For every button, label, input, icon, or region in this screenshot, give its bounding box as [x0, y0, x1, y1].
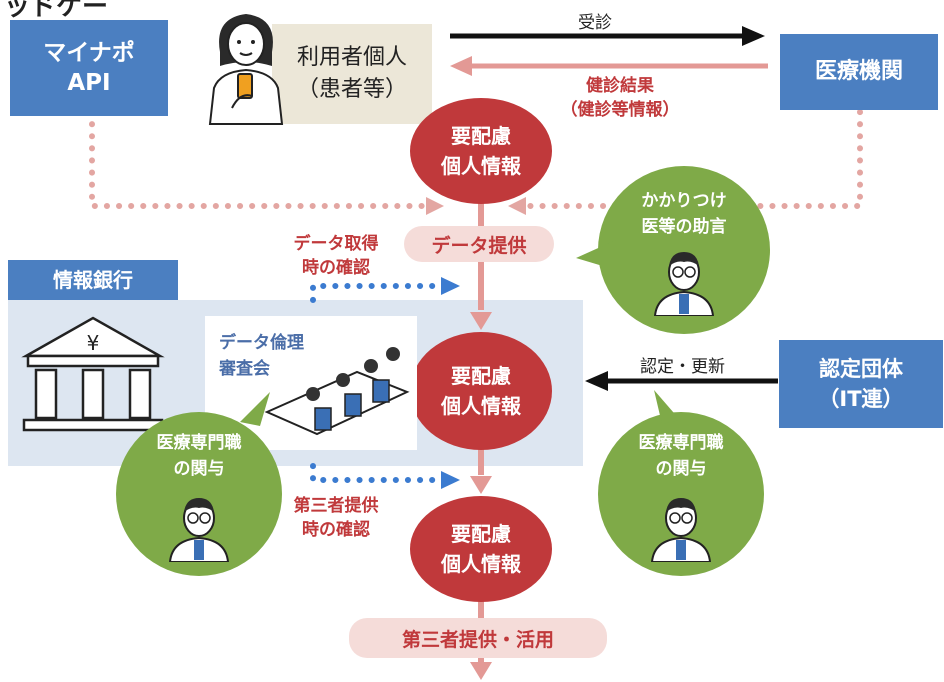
- sensitive-info-circle-bottom: 要配慮 個人情報: [410, 496, 552, 602]
- certify-arrow-head: [585, 371, 608, 391]
- mynaportal-api-box: マイナポ API: [10, 20, 168, 116]
- user-label: 利用者個人 （患者等）: [296, 45, 407, 102]
- third-party-check-arrow-head: [441, 471, 460, 489]
- third-party-use-pill: 第三者提供・活用: [349, 618, 607, 658]
- sensitive-info-circle-middle: 要配慮 個人情報: [410, 332, 552, 450]
- doctor-icon: [653, 252, 715, 316]
- sensitive-info-circle-top: 要配慮 個人情報: [410, 98, 552, 204]
- doctor-icon: [168, 498, 230, 562]
- dotted-arrow-left-head: [426, 197, 444, 215]
- family-doctor-label: かかりつけ 医等の助言: [641, 191, 727, 237]
- doctor-icon: [650, 498, 712, 562]
- medical-institution-box: 医療機関: [780, 34, 938, 110]
- speech-tail-icon: [654, 390, 680, 424]
- info-bank-label: 情報銀行: [8, 260, 178, 300]
- bank-icon: ¥: [21, 316, 165, 432]
- flow-arrow-head-1: [470, 312, 492, 330]
- consult-arrow-head: [742, 26, 765, 46]
- family-doctor-circle: かかりつけ 医等の助言: [576, 166, 770, 334]
- result-arrow-head: [450, 56, 472, 76]
- flow-arrow-head-2: [470, 476, 492, 494]
- meeting-people-icon: [264, 347, 410, 436]
- third-party-check-label: 第三者提供 時の確認: [293, 496, 379, 540]
- user-box: 利用者個人 （患者等）: [206, 8, 436, 126]
- certifier-box: 認定団体 （IT連）: [779, 340, 943, 428]
- medical-professional-left-label: 医療専門職 の関与: [156, 433, 242, 479]
- result-label: 健診結果 （健診等情報）: [560, 76, 680, 120]
- certify-label: 認定・更新: [640, 357, 725, 377]
- blue-dotted-connectors: [310, 283, 443, 483]
- flow-arrow-head-3: [470, 662, 492, 680]
- speech-tail-icon: [576, 240, 616, 270]
- medical-professional-left-circle: 医療専門職 の関与: [116, 392, 282, 576]
- data-provision-pill: データ提供: [404, 226, 554, 262]
- acquire-check-label: データ取得 時の確認: [293, 234, 379, 278]
- medical-professional-right-label: 医療専門職 の関与: [638, 433, 724, 479]
- medical-professional-right-circle: 医療専門職 の関与: [598, 390, 764, 576]
- consult-label: 受診: [578, 13, 612, 33]
- dotted-arrow-right-head: [508, 197, 526, 215]
- user-label-bg: [272, 24, 432, 124]
- svg-text:¥: ¥: [87, 331, 100, 355]
- partial-heading: ッドケー: [4, 0, 109, 22]
- acquire-check-arrow-head: [441, 277, 460, 295]
- ethics-committee-label: データ倫理 審査会: [219, 333, 304, 379]
- speech-tail-icon: [240, 392, 270, 426]
- user-avatar-icon: [208, 14, 284, 125]
